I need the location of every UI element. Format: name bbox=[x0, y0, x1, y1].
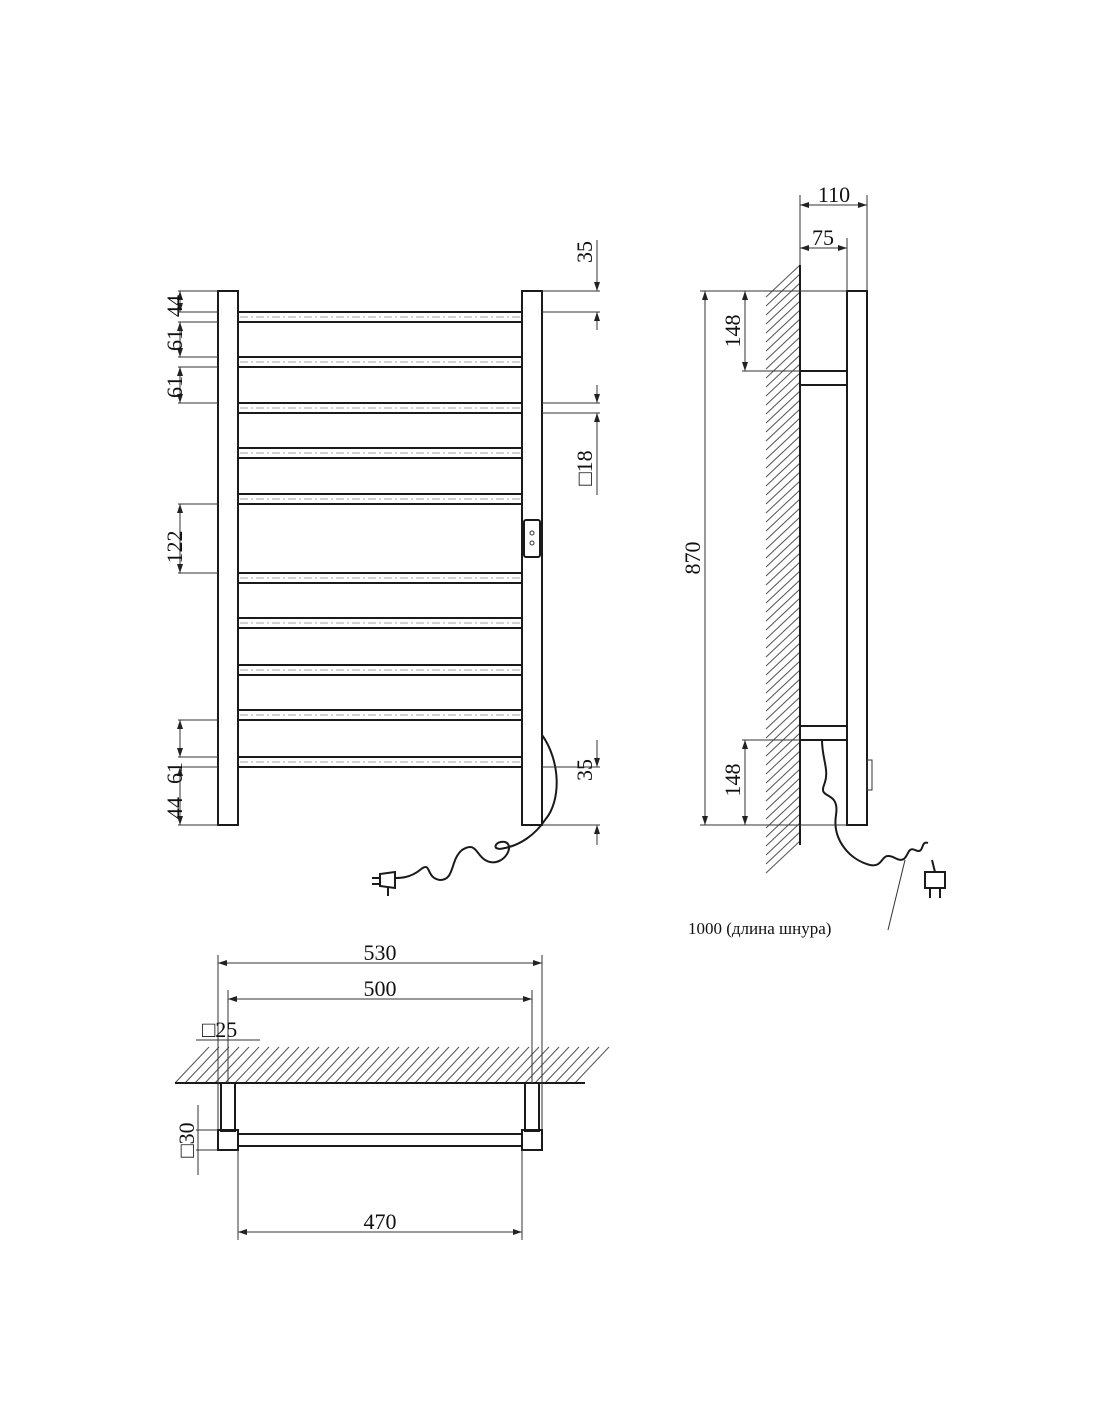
dim-530: 530 bbox=[364, 940, 397, 965]
crossbar bbox=[238, 756, 522, 768]
front-view: 44 61 61 122 61 44 35 □18 35 bbox=[162, 240, 600, 896]
dim-61-a: 61 bbox=[162, 329, 187, 351]
left-dimensions bbox=[177, 290, 218, 826]
left-bracket bbox=[220, 1082, 236, 1132]
cord-length-label: 1000 (длина шнура) bbox=[688, 919, 831, 938]
side-control bbox=[866, 759, 873, 791]
control-box bbox=[523, 519, 541, 558]
crossbars bbox=[238, 311, 522, 768]
crossbar bbox=[238, 356, 522, 368]
side-power-cord bbox=[821, 739, 929, 867]
right-bracket bbox=[524, 1082, 540, 1132]
wall-hatch bbox=[174, 1046, 610, 1084]
crossbar bbox=[238, 402, 522, 414]
dim-35-top: 35 bbox=[572, 241, 597, 263]
right-post-section bbox=[521, 1129, 543, 1151]
control-button bbox=[529, 540, 535, 546]
right-dimensions bbox=[542, 240, 600, 845]
dim-61-b: 61 bbox=[162, 376, 187, 398]
dim-110: 110 bbox=[818, 182, 850, 207]
side-view: 1000 (длина шнура) 110 75 870 148 148 bbox=[680, 182, 946, 938]
dim-61-c: 61 bbox=[162, 762, 187, 784]
top-view: 530 500 470 □25 □30 bbox=[174, 940, 610, 1240]
side-post bbox=[846, 290, 868, 826]
dim-bracket-25: □25 bbox=[202, 1017, 237, 1042]
dim-122: 122 bbox=[162, 531, 187, 564]
dim-post-30: □30 bbox=[174, 1122, 199, 1157]
dim-470: 470 bbox=[364, 1209, 397, 1234]
side-plug-icon bbox=[924, 859, 946, 898]
crossbar bbox=[238, 447, 522, 459]
crossbar bbox=[238, 493, 522, 505]
dim-870: 870 bbox=[680, 542, 705, 575]
dim-44-bottom: 44 bbox=[162, 797, 187, 819]
top-bracket bbox=[799, 370, 848, 386]
left-post bbox=[217, 290, 239, 826]
cord-leader bbox=[887, 859, 906, 931]
dim-148-top: 148 bbox=[720, 315, 745, 348]
left-post-section bbox=[217, 1129, 239, 1151]
dim-profile-18: □18 bbox=[572, 450, 597, 485]
crossbar bbox=[238, 664, 522, 676]
crossbar bbox=[238, 311, 522, 323]
crossbar bbox=[238, 572, 522, 584]
crossbar bbox=[238, 709, 522, 721]
dim-44-top: 44 bbox=[162, 295, 187, 317]
dim-500: 500 bbox=[364, 976, 397, 1001]
crossbar-section bbox=[237, 1133, 523, 1147]
dim-75: 75 bbox=[812, 225, 834, 250]
power-cord bbox=[394, 734, 558, 882]
bottom-bracket bbox=[799, 725, 848, 741]
plug-icon bbox=[372, 870, 396, 896]
right-post bbox=[521, 290, 543, 826]
control-button bbox=[529, 530, 535, 536]
wall-hatch bbox=[765, 264, 801, 874]
dim-148-bottom: 148 bbox=[720, 764, 745, 797]
dim-35-bottom: 35 bbox=[572, 759, 597, 781]
crossbar bbox=[238, 617, 522, 629]
